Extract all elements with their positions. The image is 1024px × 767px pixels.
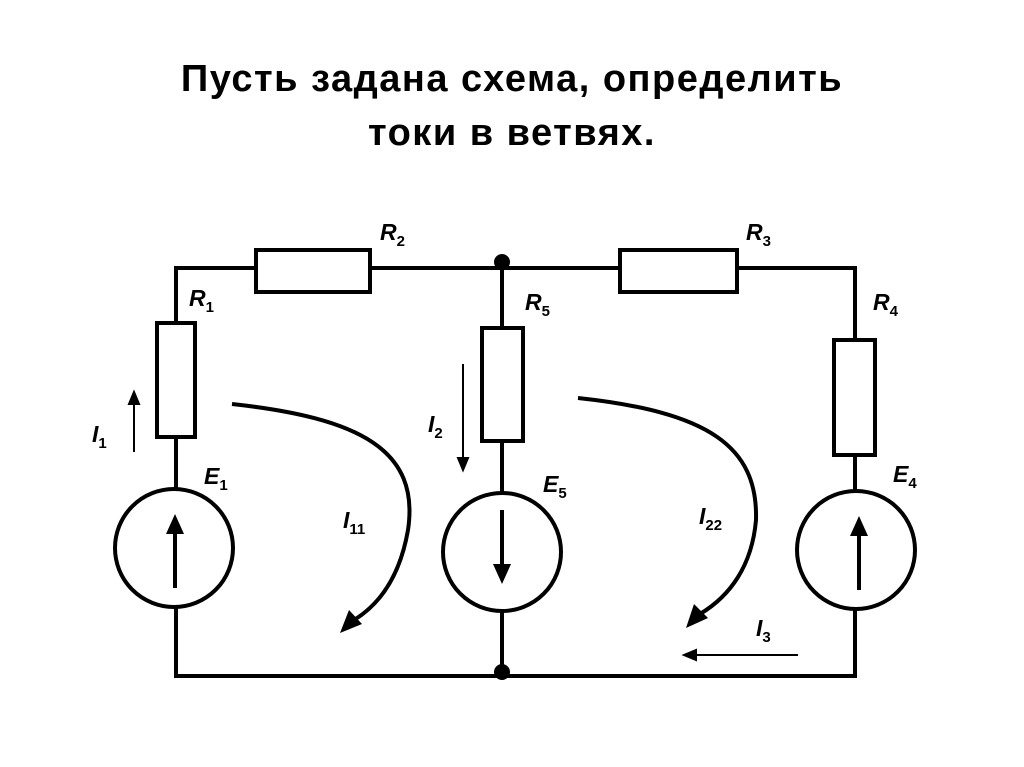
label-i2: I2 xyxy=(428,411,443,442)
label-i22: I22 xyxy=(699,503,722,534)
label-r3: R3 xyxy=(746,219,771,250)
label-e5: E5 xyxy=(543,471,567,502)
label-i3: I3 xyxy=(756,615,771,646)
label-e4: E4 xyxy=(893,461,917,492)
label-i1: I1 xyxy=(92,421,107,452)
title-line-1: Пусть задана схема, определить xyxy=(180,58,844,100)
loop-currents xyxy=(231,396,759,633)
label-i11: I11 xyxy=(343,507,365,538)
loop-current-i11-arrow-icon xyxy=(231,402,412,622)
label-r4: R4 xyxy=(873,289,899,320)
resistor-r5 xyxy=(480,326,525,443)
resistor-r2 xyxy=(254,248,372,294)
label-r5: R5 xyxy=(525,289,550,320)
resistor-r4 xyxy=(832,338,877,457)
slide-title: Пусть задана схема, определить токи в ве… xyxy=(0,52,1024,160)
label-r1: R1 xyxy=(189,285,214,316)
wires xyxy=(174,260,857,678)
label-e1: E1 xyxy=(204,463,228,494)
loop-current-i22-arrow-icon xyxy=(577,396,759,616)
resistor-r1 xyxy=(155,321,197,439)
source-arrows xyxy=(166,510,868,590)
source-e4 xyxy=(795,489,917,611)
junction-bottom xyxy=(494,664,510,680)
label-r2: R2 xyxy=(380,219,405,250)
resistor-r3 xyxy=(618,248,739,294)
title-line-2: токи в ветвях. xyxy=(367,112,656,154)
junction-top xyxy=(494,254,510,270)
